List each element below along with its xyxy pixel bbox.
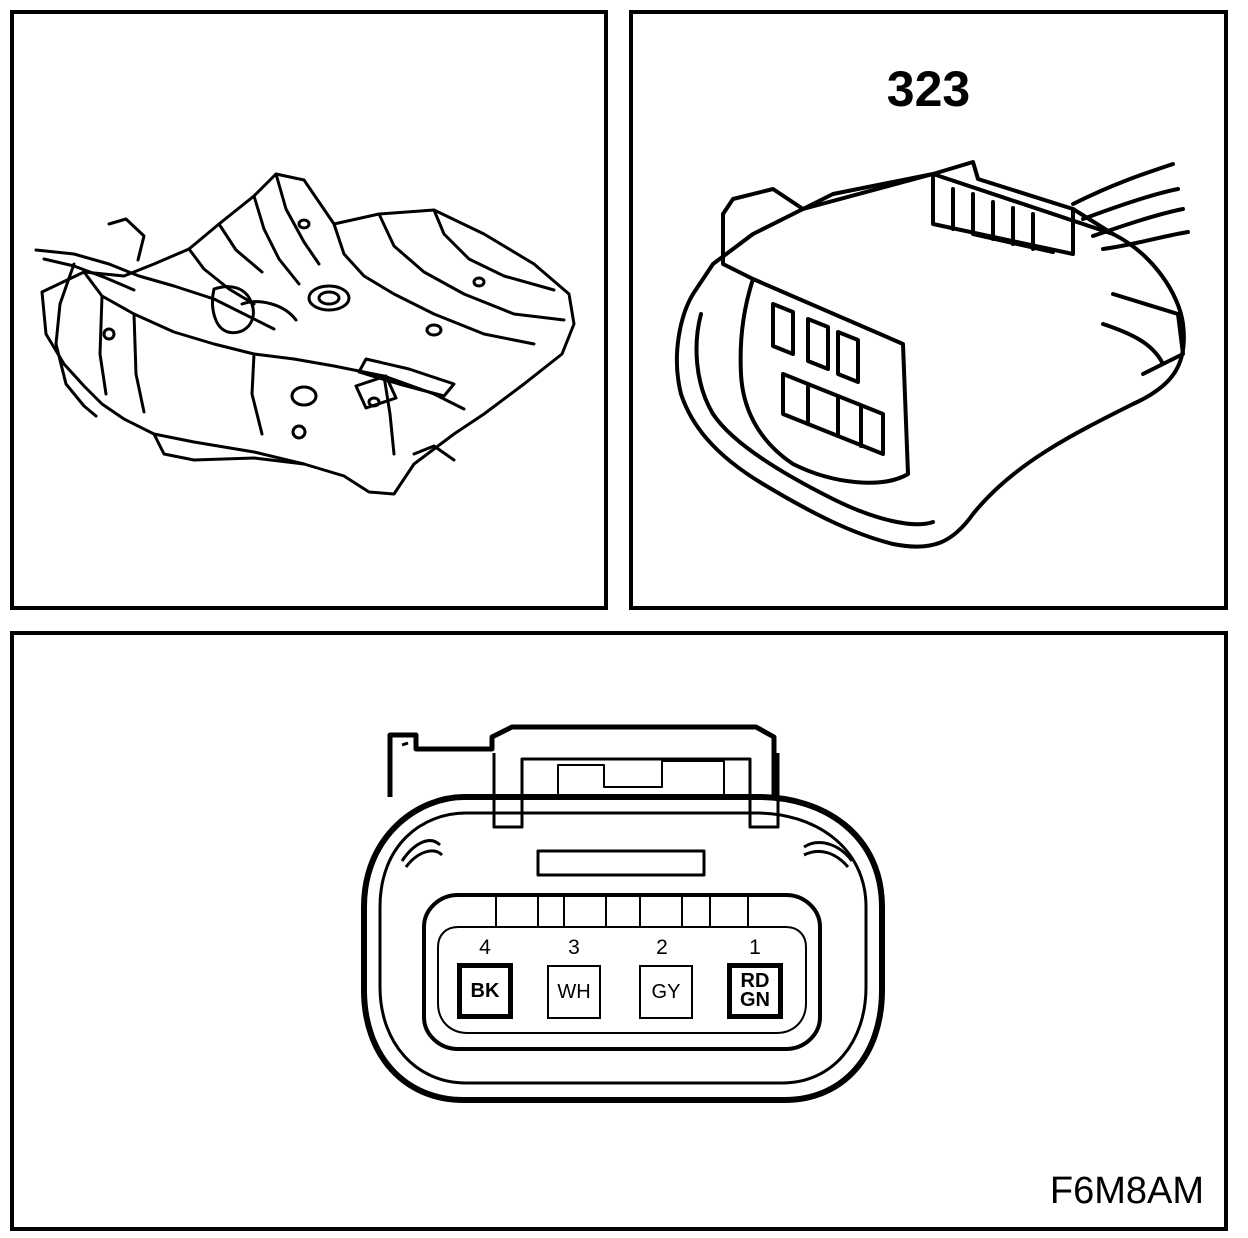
connector-drawing [674,160,1190,549]
pin-number: 2 [656,936,668,959]
figure-code: F6M8AM [1049,1170,1204,1212]
location-view-panel [10,10,608,610]
pinout-drawing [361,724,885,1103]
pin-wire-color: WH [547,965,601,1019]
pin-wire-color: GY [639,965,693,1019]
pinout-panel: 4 3 2 1 BK WH GY RD GN F6M8AM [10,631,1228,1231]
connector-number: 323 [886,61,971,117]
pin-wire-color: BK [457,963,513,1019]
pin-wire-color: RD GN [727,963,783,1019]
pin-number: 4 [479,936,491,959]
component-location-drawing [34,172,576,496]
pin-number: 3 [568,936,580,959]
connector-view-panel: 323 [629,10,1228,610]
pin-number: 1 [749,936,761,959]
